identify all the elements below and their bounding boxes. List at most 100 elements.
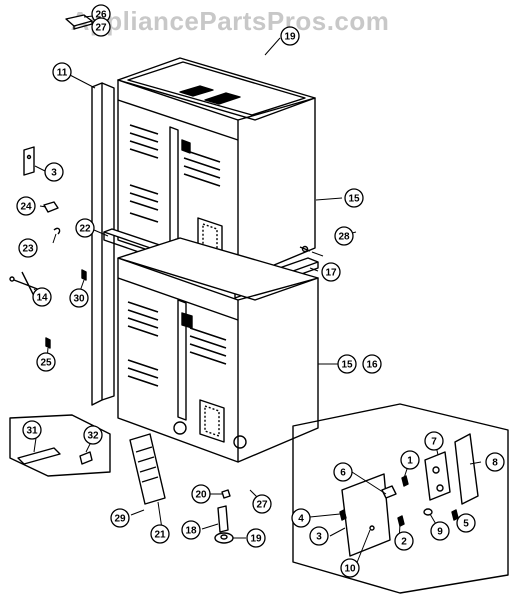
callout-8: 8: [485, 452, 505, 472]
callout-label: 5: [463, 519, 469, 530]
callout-circle: [32, 287, 52, 307]
callout-label: 2: [401, 537, 407, 548]
callout-label: 3: [316, 532, 322, 543]
callout-19: 19: [280, 26, 300, 46]
callout-circle: [344, 188, 364, 208]
callout-label: 27: [256, 500, 268, 511]
callout-label: 10: [344, 564, 356, 575]
callout-15: 15: [344, 188, 364, 208]
callout-circle: [75, 218, 95, 238]
callout-label: 15: [341, 360, 353, 371]
callout-circle: [309, 526, 329, 546]
callout-label: 18: [185, 526, 197, 537]
callout-label: 23: [22, 244, 34, 255]
callout-30: 30: [69, 288, 89, 308]
callout-15: 15: [337, 354, 357, 374]
callout-14: 14: [32, 287, 52, 307]
callout-22: 22: [75, 218, 95, 238]
clip-part-23: [53, 227, 61, 235]
callout-16: 16: [362, 354, 382, 374]
callout-circle: [400, 450, 420, 470]
callout-label: 16: [366, 360, 378, 371]
callout-circle: [52, 62, 72, 82]
callout-label: 26: [95, 10, 107, 21]
callout-label: 3: [51, 168, 57, 179]
callout-circle: [321, 262, 341, 282]
callout-circle: [150, 524, 170, 544]
callout-circle: [394, 531, 414, 551]
callout-19: 19: [246, 528, 266, 548]
washer-part-19: [214, 532, 234, 544]
callout-label: 31: [26, 426, 38, 437]
callout-10: 10: [340, 558, 360, 578]
callout-circle: [252, 494, 272, 514]
callout-label: 1: [407, 456, 413, 467]
callout-24: 24: [16, 196, 36, 216]
callout-label: 21: [154, 530, 166, 541]
callout-circle: [333, 462, 353, 482]
callout-label: 8: [492, 458, 498, 469]
callout-label: 7: [431, 437, 437, 448]
callout-label: 4: [298, 514, 304, 525]
callout-label: 32: [87, 431, 99, 442]
callout-17: 17: [321, 262, 341, 282]
callout-3: 3: [309, 526, 329, 546]
callout-circle: [334, 226, 354, 246]
callout-circle: [36, 352, 56, 372]
callout-label: 6: [340, 468, 346, 479]
callout-circle: [424, 431, 444, 451]
bracket-part-3: [23, 146, 35, 176]
callout-label: 15: [348, 194, 360, 205]
callout-circle: [362, 354, 382, 374]
side-panel: [91, 82, 115, 406]
callout-circle: [291, 508, 311, 528]
callout-27: 27: [252, 494, 272, 514]
callout-18: 18: [181, 520, 201, 540]
callout-circle: [22, 420, 42, 440]
upper-dryer-cabinet: [117, 57, 316, 281]
callout-27: 27: [91, 17, 111, 37]
callout-4: 4: [291, 508, 311, 528]
lower-dryer-cabinet: [117, 237, 319, 463]
callout-7: 7: [424, 431, 444, 451]
callout-31: 31: [22, 420, 42, 440]
callout-21: 21: [150, 524, 170, 544]
callout-label: 11: [57, 68, 68, 79]
top-clip-part: [65, 14, 93, 30]
callout-circle: [337, 354, 357, 374]
callout-5: 5: [456, 513, 476, 533]
callout-circle: [430, 521, 450, 541]
callout-label: 24: [20, 202, 32, 213]
callout-circle: [91, 17, 111, 37]
callout-circle: [246, 528, 266, 548]
callout-11: 11: [52, 62, 72, 82]
callout-label: 30: [73, 294, 85, 305]
callout-circle: [280, 26, 300, 46]
callout-25: 25: [36, 352, 56, 372]
callout-label: 9: [437, 527, 443, 538]
callout-label: 14: [36, 293, 48, 304]
callout-circle: [456, 513, 476, 533]
callout-label: 29: [114, 514, 126, 525]
callout-28: 28: [334, 226, 354, 246]
callout-circle: [181, 520, 201, 540]
callout-circle: [44, 162, 64, 182]
callout-label: 19: [284, 32, 296, 43]
callout-label: 17: [325, 268, 337, 279]
callout-label: 22: [79, 224, 91, 235]
callout-6: 6: [333, 462, 353, 482]
callout-circle: [340, 558, 360, 578]
callout-1: 1: [400, 450, 420, 470]
callout-label: 20: [195, 490, 207, 501]
nut-part-20: [221, 489, 231, 499]
inset-kit-box: [9, 414, 111, 477]
vent-bracket-21: [129, 433, 166, 505]
bolt-part-18: [217, 505, 229, 533]
screw-part-30: [81, 269, 87, 281]
callout-29: 29: [110, 508, 130, 528]
callout-32: 32: [83, 425, 103, 445]
callout-circle: [18, 238, 38, 258]
